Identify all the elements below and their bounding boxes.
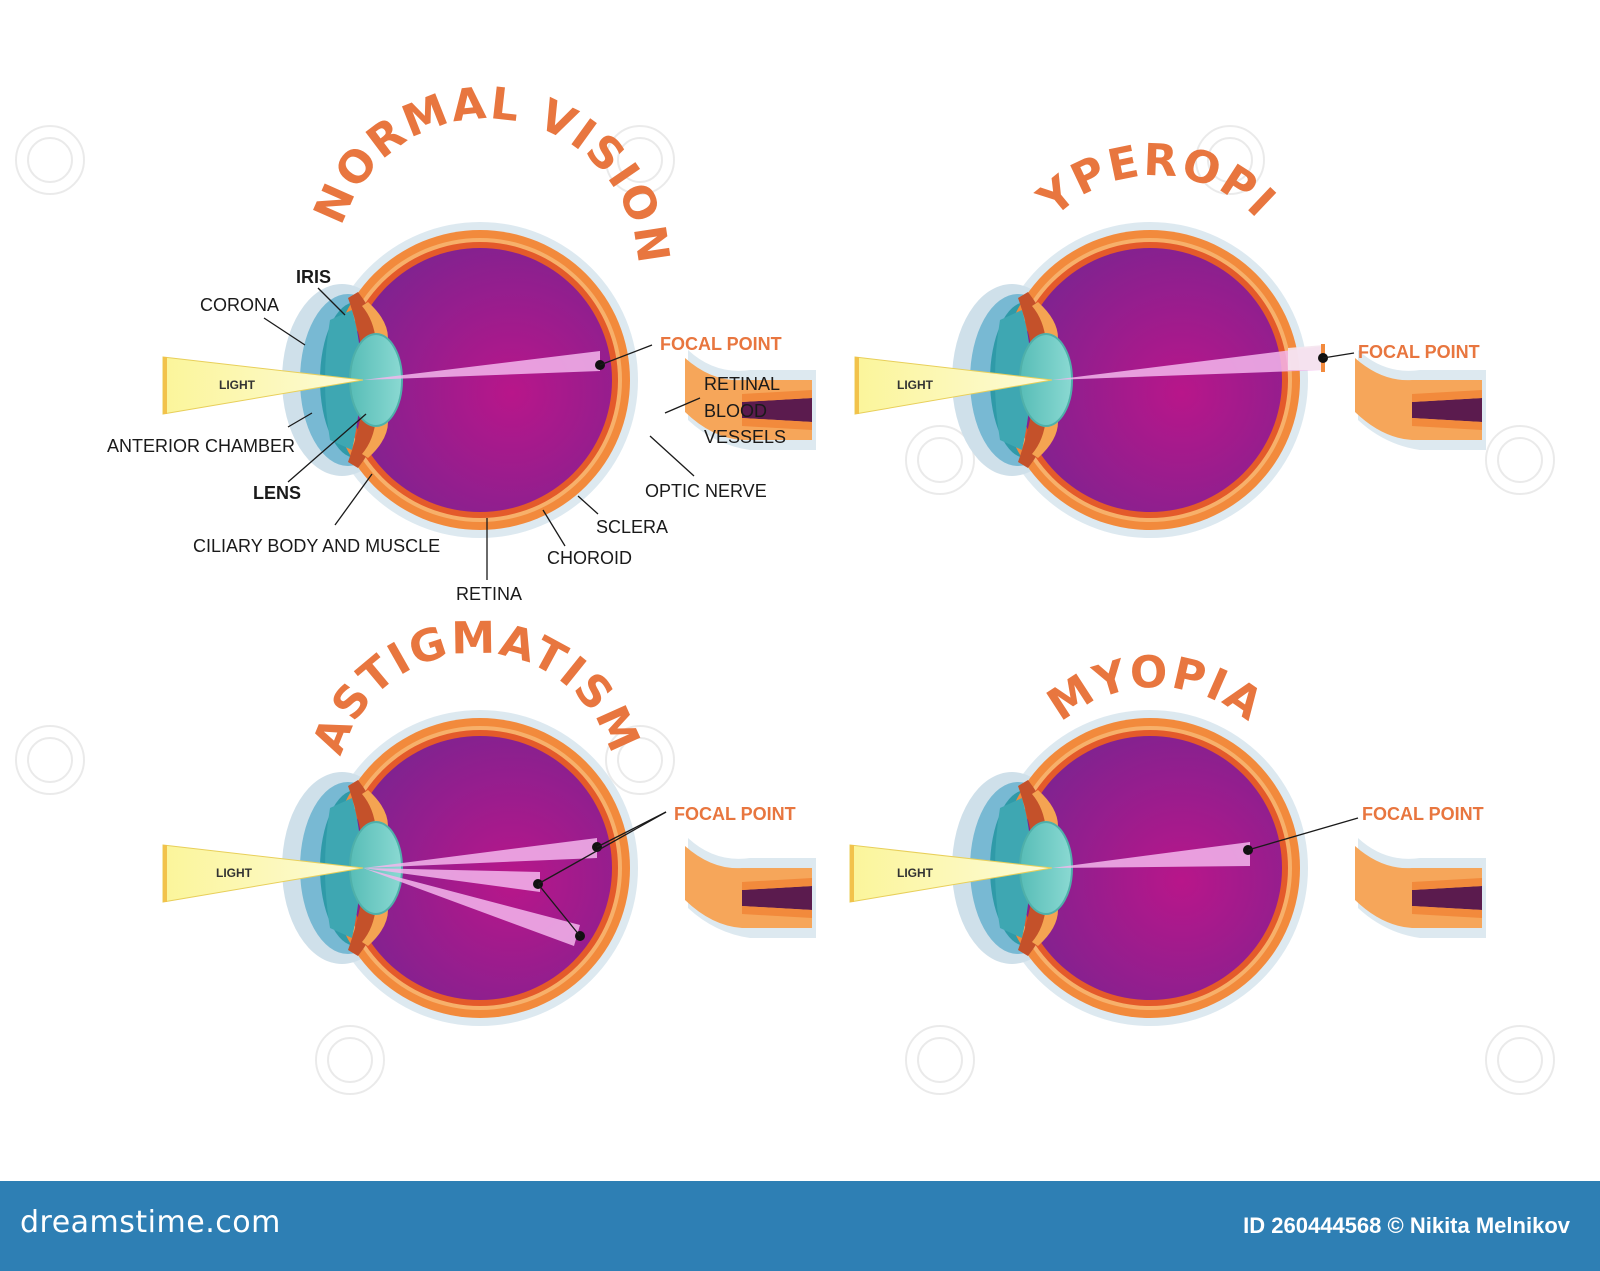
eye-diagram: NORMAL VISION LIGHT FOCAL POINT IRIS COR… — [0, 0, 1600, 1180]
label-iris: IRIS — [296, 267, 331, 287]
footer-logo[interactable]: dreamstime.com — [20, 1205, 281, 1240]
footer-credit: ID 260444568 © Nikita Melnikov — [1243, 1213, 1570, 1239]
panel-normal-vision: NORMAL VISION LIGHT FOCAL POINT IRIS COR… — [107, 78, 816, 604]
label-lens: LENS — [253, 483, 301, 503]
focal-point-label: FOCAL POINT — [1358, 342, 1480, 362]
label-sclera: SCLERA — [596, 517, 668, 537]
label-ciliary-body: CILIARY BODY AND MUSCLE — [193, 536, 440, 556]
focal-point-label: FOCAL POINT — [660, 334, 782, 354]
footer-bar: dreamstime.com ID 260444568 © Nikita Mel… — [0, 1181, 1600, 1271]
label-retinal-vessels-3: VESSELS — [704, 427, 786, 447]
label-retinal-vessels-1: RETINAL — [704, 374, 780, 394]
label-optic-nerve: OPTIC NERVE — [645, 481, 767, 501]
light-label: LIGHT — [219, 378, 256, 392]
panel-astigmatism: ASTIGMATISM LIGHT FOCAL POINT — [163, 613, 816, 1026]
label-anterior-chamber: ANTERIOR CHAMBER — [107, 436, 295, 456]
panel-myopia: MYOPIA LIGHT FOCAL POINT — [850, 646, 1486, 1026]
label-corona: CORONA — [200, 295, 279, 315]
focal-point-label: FOCAL POINT — [1362, 804, 1484, 824]
focal-point-label: FOCAL POINT — [674, 804, 796, 824]
light-label: LIGHT — [897, 378, 934, 392]
watermark — [16, 126, 1554, 1094]
light-label: LIGHT — [216, 866, 253, 880]
panel-hyperopia: HYPEROPIA LIGHT FOCAL POINT — [0, 0, 1486, 538]
label-choroid: CHOROID — [547, 548, 632, 568]
light-label: LIGHT — [897, 866, 934, 880]
label-retina: RETINA — [456, 584, 522, 604]
label-retinal-vessels-2: BLOOD — [704, 401, 767, 421]
